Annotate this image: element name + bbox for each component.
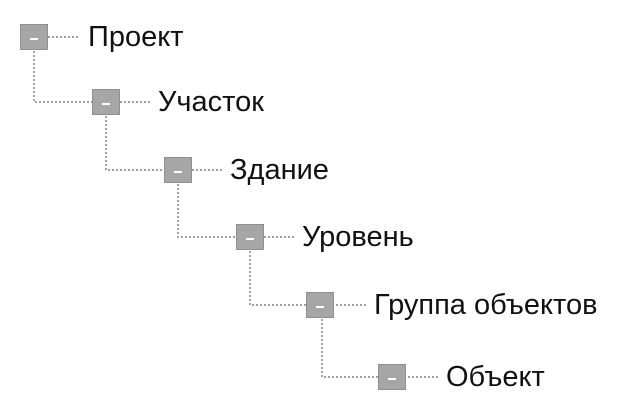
tree-node-label[interactable]: Здание	[230, 154, 329, 186]
tree-node-label[interactable]: Объект	[446, 361, 545, 393]
tree-node-label[interactable]: Проект	[88, 21, 184, 53]
tree-node-building	[164, 154, 192, 186]
collapse-icon	[246, 238, 254, 240]
collapse-icon	[30, 38, 38, 40]
collapse-icon	[316, 306, 324, 308]
collapse-icon	[174, 171, 182, 173]
connector-line	[177, 184, 236, 238]
connector-line	[249, 251, 306, 306]
tree-node-level	[236, 221, 264, 253]
tree-node-label[interactable]: Группа объектов	[374, 289, 598, 321]
tree-node-label[interactable]: Уровень	[302, 221, 414, 253]
collapse-icon	[388, 378, 396, 380]
collapse-toggle[interactable]	[164, 157, 192, 183]
connector-line	[105, 116, 164, 171]
collapse-icon	[102, 103, 110, 105]
tree-node-site	[92, 86, 120, 118]
collapse-toggle[interactable]	[20, 24, 48, 50]
collapse-toggle[interactable]	[306, 292, 334, 318]
collapse-toggle[interactable]	[92, 89, 120, 115]
collapse-toggle[interactable]	[236, 224, 264, 250]
collapse-toggle[interactable]	[378, 364, 406, 390]
connector-line	[321, 319, 378, 378]
tree-node-object	[378, 361, 406, 393]
connector-line	[33, 51, 92, 103]
tree-node-label[interactable]: Участок	[158, 86, 264, 118]
tree-node-project	[20, 21, 48, 53]
tree-node-object-group	[306, 289, 334, 321]
